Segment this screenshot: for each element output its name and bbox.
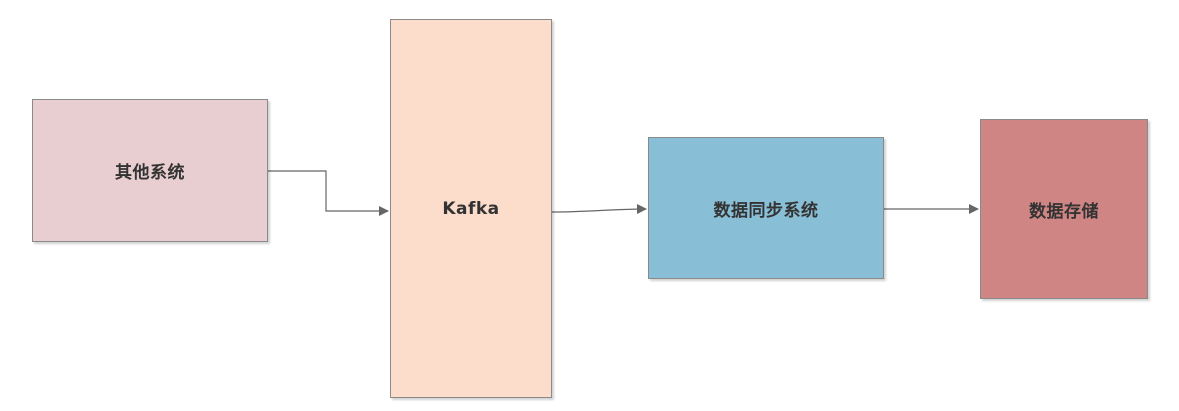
kafka-node[interactable]: Kafka [390, 19, 552, 398]
data-sync-system-label: 数据同步系统 [713, 200, 819, 221]
edge-kafka-to-sync-system [551, 204, 647, 215]
data-sync-system-node[interactable]: 数据同步系统 [648, 137, 884, 279]
edge-other-systems-to-kafka [268, 170, 389, 216]
data-storage-node[interactable]: 数据存储 [980, 119, 1148, 299]
other-systems-label: 其他系统 [115, 163, 185, 183]
data-storage-label: 数据存储 [1029, 201, 1099, 222]
other-systems-node[interactable]: 其他系统 [32, 99, 268, 242]
kafka-label: Kafka [442, 198, 500, 219]
